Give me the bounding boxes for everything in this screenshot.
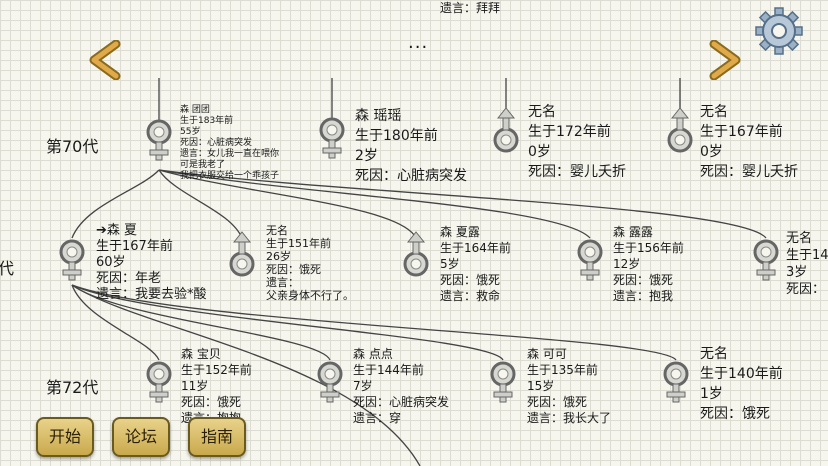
person-cause: 死因：心脏病突发 xyxy=(180,138,253,148)
person-card[interactable]: 无名 生于151年前 26岁 死因：饿死 遗言： 父亲身体不行了。 xyxy=(266,224,354,302)
person-name: 森 宝贝 xyxy=(181,347,221,361)
person-age: 55岁 xyxy=(180,127,201,137)
person-born: 生于167年前 xyxy=(96,239,173,254)
person-card[interactable]: 森 可可 生于135年前 15岁 死因：饿死 遗言：我长大了 xyxy=(527,346,611,426)
person-age: 2岁 xyxy=(355,148,378,164)
person-card[interactable]: 森 团团 生于183年前 55岁 死因：心脏病突发 遗言：女儿我一直在喂你 可是… xyxy=(180,105,279,182)
gear-icon[interactable] xyxy=(754,6,804,56)
person-name: 无名 xyxy=(700,104,728,120)
generation-label-72: 第72代 xyxy=(46,378,99,397)
person-age: 3岁 xyxy=(786,265,808,280)
person-born: 生于144年前 xyxy=(353,363,424,377)
person-age: 60岁 xyxy=(96,255,126,270)
person-cause: 死因：心脏病突发 xyxy=(353,395,450,409)
person-cause: 死因：饿死 xyxy=(181,395,242,409)
row72-symbols xyxy=(146,361,689,403)
person-card[interactable]: 森 露露 生于156年前 12岁 死因：饿死 遗言：抱我 xyxy=(613,224,684,304)
person-born: 生于180年前 xyxy=(355,128,438,144)
more-ancestors-ellipsis[interactable]: ... xyxy=(408,32,429,53)
person-cause: 死因：婴儿夭折 xyxy=(700,164,798,180)
person-card-selected[interactable]: ➔森 夏 生于167年前 60岁 死因：年老 遗言：我要去验*酸 xyxy=(96,223,207,303)
person-born: 生于152年前 xyxy=(181,363,252,377)
generation-label-70: 第70代 xyxy=(46,137,99,156)
person-cause: 死因：饿死 xyxy=(440,273,501,287)
person-card[interactable]: 无名 生于140年前 1岁 死因：饿死 xyxy=(700,344,783,424)
person-card[interactable]: 森 宝贝 生于152年前 11岁 死因：饿死 遗言：抱抱 xyxy=(181,346,252,426)
person-age: 0岁 xyxy=(528,144,551,160)
person-name: 森 点点 xyxy=(353,347,393,361)
forum-button[interactable]: 论坛 xyxy=(112,417,170,457)
person-will: 遗言：救命 xyxy=(440,289,501,303)
person-will-cont: 父亲身体不行了。 xyxy=(266,289,354,302)
chevron-right-icon[interactable] xyxy=(708,40,744,80)
person-name: 森 团团 xyxy=(180,105,210,115)
person-name: 无名 xyxy=(528,104,556,120)
person-born: 生于164年前 xyxy=(440,241,511,255)
person-born: 生于167年前 xyxy=(700,124,783,140)
person-card[interactable]: 无名 生于167年前 0岁 死因：婴儿夭折 xyxy=(700,102,798,182)
chevron-left-icon[interactable] xyxy=(86,40,122,80)
person-age: 0岁 xyxy=(700,144,723,160)
person-name: 无名 xyxy=(266,224,288,237)
person-cause: 死因：年老 xyxy=(96,271,162,286)
person-card[interactable]: 森 瑶瑶 生于180年前 2岁 死因：心脏病突发 xyxy=(355,106,467,186)
start-button[interactable]: 开始 xyxy=(36,417,94,457)
person-born: 生于156年前 xyxy=(613,241,684,255)
person-name: 无名 xyxy=(786,231,813,246)
person-card[interactable]: 无名 生于172年前 0岁 死因：婴儿夭折 xyxy=(528,102,626,182)
generation-label-71: 代 xyxy=(0,259,15,278)
person-will: 遗言： xyxy=(266,276,299,289)
person-born: 生于14 xyxy=(786,248,828,263)
person-age: 1岁 xyxy=(700,386,723,402)
person-name: 森 夏露 xyxy=(440,225,480,239)
person-card[interactable]: 无名 生于14 3岁 死因： xyxy=(786,230,828,298)
person-cause: 死因：婴儿夭折 xyxy=(528,164,626,180)
person-born: 生于151年前 xyxy=(266,237,331,250)
person-card[interactable]: 森 点点 生于144年前 7岁 死因：心脏病突发 遗言：穿 xyxy=(353,346,449,426)
person-will-cont: 我把衣服交给一个乖孩子 xyxy=(180,171,280,181)
person-born: 生于135年前 xyxy=(527,363,598,377)
person-cause: 死因：饿死 xyxy=(700,406,770,422)
person-cause: 死因： xyxy=(786,282,826,297)
row71-symbols xyxy=(59,231,779,281)
person-card[interactable]: 森 夏露 生于164年前 5岁 死因：饿死 遗言：救命 xyxy=(440,224,511,304)
person-name: 森 可可 xyxy=(527,347,567,361)
top-will-text: 遗言：拜拜 xyxy=(440,1,501,15)
person-age: 15岁 xyxy=(527,379,555,393)
person-cause: 死因：心脏病突发 xyxy=(355,168,467,184)
person-name: 森 露露 xyxy=(613,225,653,239)
person-name: 无名 xyxy=(700,346,728,362)
person-born: 生于172年前 xyxy=(528,124,611,140)
row70-symbols xyxy=(146,107,693,161)
person-born: 生于140年前 xyxy=(700,366,783,382)
person-age: 11岁 xyxy=(181,379,209,393)
person-age: 26岁 xyxy=(266,250,291,263)
person-will: 遗言：女儿我一直在喂你 xyxy=(180,149,280,159)
person-born: 生于183年前 xyxy=(180,116,234,126)
person-will: 遗言：我要去验*酸 xyxy=(96,287,207,302)
person-cause: 死因：饿死 xyxy=(527,395,588,409)
person-name: ➔森 夏 xyxy=(96,223,138,238)
person-age: 7岁 xyxy=(353,379,373,393)
person-will: 遗言：抱我 xyxy=(613,289,674,303)
person-cause: 死因：饿死 xyxy=(613,273,674,287)
person-will: 遗言：穿 xyxy=(353,411,402,425)
person-cause: 死因：饿死 xyxy=(266,263,321,276)
person-age: 12岁 xyxy=(613,257,641,271)
person-will: 遗言：我长大了 xyxy=(527,411,612,425)
person-name: 森 瑶瑶 xyxy=(355,108,402,124)
person-age: 5岁 xyxy=(440,257,460,271)
guide-button[interactable]: 指南 xyxy=(188,417,246,457)
person-will-cont: 可是我老了 xyxy=(180,160,226,170)
